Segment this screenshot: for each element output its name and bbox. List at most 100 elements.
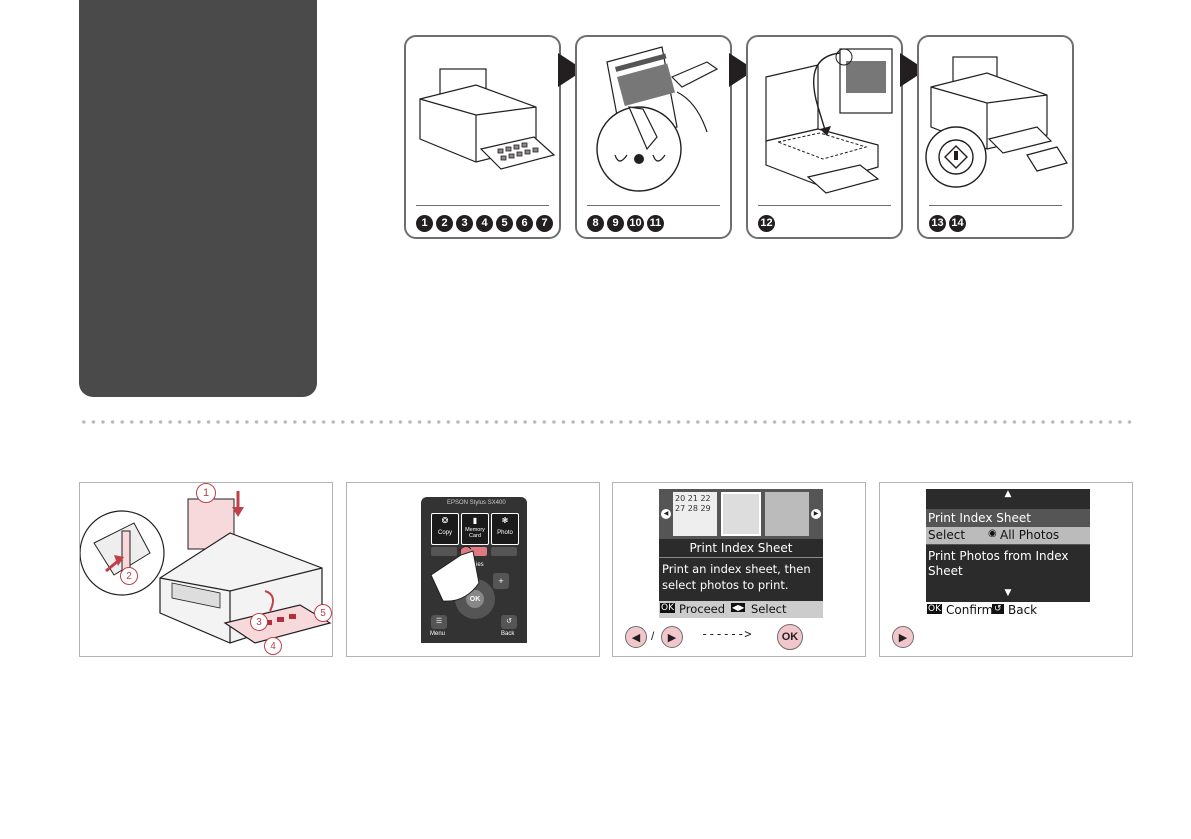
lcd-footer: OK Proceed ◀▶ Select (659, 601, 823, 618)
step-number: 11 (647, 215, 664, 232)
confirm-label: Confirm (946, 603, 994, 617)
lcd-screen: ▲ Print Index Sheet Select ◉ All Photos … (926, 489, 1090, 620)
thumbnail-strip: 20 21 22 27 28 29 ◀ ▶ (659, 489, 823, 539)
right-arrow-icon: ▶ (811, 509, 821, 519)
select-label: Select (928, 528, 966, 542)
step-number: 13 (929, 215, 946, 232)
step-rule (416, 205, 549, 206)
lcd-message-line: Print an index sheet, then (662, 562, 811, 576)
index-sheet-illustration (596, 46, 719, 192)
photo-icon: ❃ (501, 516, 509, 525)
step-numbers: 13 14 (929, 215, 966, 232)
menu-item-line: Print Photos from Index (928, 549, 1069, 563)
memory-card-icon: ▮ (472, 516, 478, 525)
scanner-illustration (765, 48, 893, 194)
section-tab (79, 0, 317, 397)
step-panel-scan-sheet: 12 (746, 35, 903, 239)
step-numbers: 1 2 3 4 5 6 7 (416, 215, 553, 232)
select-row: Select ◉ All Photos (926, 527, 1090, 544)
copy-icon: ❂ (441, 516, 449, 525)
step-number: 14 (949, 215, 966, 232)
step-rule (758, 205, 891, 206)
step-number: 2 (436, 215, 453, 232)
left-arrow-icon: ◀ (661, 509, 671, 519)
back-label: Back (501, 631, 515, 637)
calendar-row: 20 21 22 (675, 494, 711, 503)
step-rule (929, 205, 1062, 206)
step-number: 10 (627, 215, 644, 232)
memory-card-mode-tile: ▮ Memory Card (461, 513, 489, 545)
select-value: All Photos (1000, 528, 1060, 542)
step-number: 3 (456, 215, 473, 232)
step-rule (587, 205, 720, 206)
dotted-divider (79, 420, 1135, 424)
photo-label: Photo (497, 530, 513, 536)
menu-button[interactable]: ☰ (431, 615, 447, 629)
left-right-icon: ◀▶ (731, 603, 746, 612)
photo-mode-tile: ❃ Photo (491, 513, 519, 545)
then-arrow: ------> (701, 627, 752, 641)
scroll-up-icon: ▲ (1004, 489, 1012, 499)
step-panel-start-print: 13 14 (917, 35, 1074, 239)
left-button-icon: ◀ (625, 626, 647, 648)
right-button-icon: ▶ (661, 626, 683, 648)
layout-thumbnail (765, 492, 809, 536)
callout-1: 1 (196, 483, 216, 503)
right-button-icon: ▶ (892, 626, 914, 648)
step-number: 7 (536, 215, 553, 232)
calendar-row: 27 28 29 (675, 504, 711, 513)
plus-button[interactable]: + (493, 573, 509, 589)
step-number: 9 (607, 215, 624, 232)
paper-loading-illustration (80, 491, 332, 644)
lcd-message-line: select photos to print. (662, 578, 789, 592)
lcd-screen: 20 21 22 27 28 29 ◀ ▶ Print Index Sheet … (659, 489, 823, 618)
index-sheet-thumbnail (721, 492, 761, 536)
back-label: Back (1008, 603, 1038, 617)
select-label: Select (751, 602, 787, 616)
right-arrow-icon: ◉ (988, 528, 997, 539)
copy-button[interactable] (431, 547, 457, 556)
scroll-down-icon: ▼ (1004, 588, 1012, 598)
step-number: 6 (516, 215, 533, 232)
memory-card-label: Memory Card (465, 527, 485, 539)
lcd-print-index-figure: 20 21 22 27 28 29 ◀ ▶ Print Index Sheet … (612, 482, 866, 657)
hand-pointer-illustration (430, 545, 480, 602)
back-icon: ↺ (992, 604, 1004, 614)
step-panel-mark-sheet: 8 9 10 11 (575, 35, 732, 239)
copy-mode-tile: ❂ Copy (431, 513, 459, 545)
model-label: EPSON Stylus SX400 (447, 500, 506, 506)
ok-button-icon: OK (777, 624, 803, 650)
ok-badge: OK (927, 604, 942, 614)
copy-label: Copy (437, 530, 452, 536)
proceed-label: Proceed (679, 602, 726, 616)
callout-2: 2 (120, 567, 138, 585)
photo-button[interactable] (491, 547, 517, 556)
ok-button[interactable]: OK (466, 590, 484, 608)
print-start-illustration (925, 56, 1068, 188)
paper-loading-figure: 1 2 3 4 5 (79, 482, 333, 657)
menu-item-title: Print Index Sheet (928, 511, 1031, 525)
ok-badge: OK (660, 603, 675, 613)
lcd-footer: OK Confirm ↺ Back (926, 602, 1090, 620)
callout-5: 5 (314, 604, 332, 622)
step-numbers: 12 (758, 215, 775, 232)
menu-item-line: Sheet (928, 564, 963, 578)
menu-item-print-index-sheet: Print Index Sheet Select ◉ All Photos (926, 509, 1090, 545)
lcd-title: Print Index Sheet (689, 541, 793, 555)
printer-illustration (419, 68, 556, 170)
calendar-thumbnail: 20 21 22 27 28 29 (673, 492, 717, 536)
control-panel-figure: EPSON Stylus SX400 ❂ Copy ▮ Memory Card … (346, 482, 600, 657)
step-number: 5 (496, 215, 513, 232)
step-panel-load-paper: 1 2 3 4 5 6 7 (404, 35, 561, 239)
memory-card-button[interactable] (461, 547, 487, 556)
step-number: 12 (758, 215, 775, 232)
step-number: 1 (416, 215, 433, 232)
callout-4: 4 (264, 637, 282, 655)
back-button[interactable]: ↺ (501, 615, 517, 629)
callout-3: 3 (250, 613, 268, 631)
step-number: 4 (476, 215, 493, 232)
or-slash: / (651, 629, 655, 643)
step-number: 8 (587, 215, 604, 232)
menu-label: Menu (430, 631, 446, 637)
lcd-divider (659, 557, 823, 558)
